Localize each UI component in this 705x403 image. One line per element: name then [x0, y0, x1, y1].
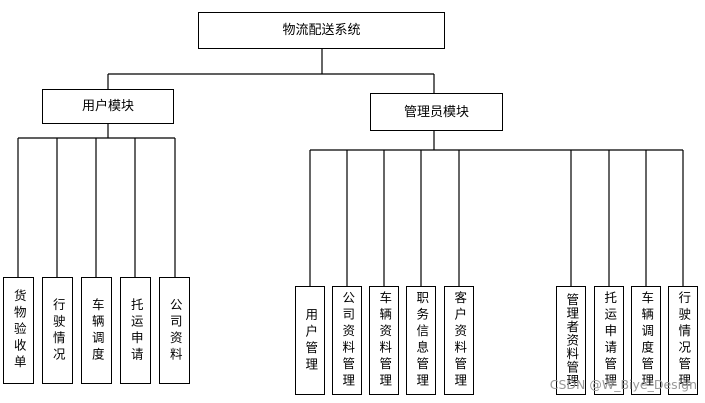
admin-leaf-driving-status-management: 行驶情况管理: [668, 286, 698, 395]
admin-leaf-consignment-application-management: 托运申请管理: [594, 286, 624, 395]
admin-module-label: 管理员模块: [403, 104, 469, 120]
admin-leaf-position-info-management: 职务信息管理: [406, 286, 436, 395]
user-leaf-label: 货物验收单: [11, 289, 27, 372]
admin-leaf-vehicle-info-management: 车辆资料管理: [369, 286, 399, 395]
user-leaf-label: 行驶情况: [50, 297, 66, 364]
admin-leaf-label: 职务信息管理: [414, 291, 430, 390]
admin-leaf-company-info-management: 公司资料管理: [332, 286, 362, 395]
admin-leaf-label: 管理者资料管理: [564, 293, 580, 388]
admin-leaf-customer-info-management: 客户资料管理: [444, 286, 474, 395]
root-node: 物流配送系统: [198, 12, 445, 49]
admin-leaf-label: 车辆资料管理: [377, 291, 393, 390]
admin-leaf-user-management: 用户管理: [295, 286, 325, 395]
admin-leaf-label: 托运申请管理: [602, 291, 618, 390]
user-leaf-label: 公司资料: [167, 297, 183, 364]
user-leaf-driving-status: 行驶情况: [42, 277, 73, 384]
user-leaf-vehicle-dispatch: 车辆调度: [81, 277, 112, 384]
watermark-text: CSDN @W_Biye_Design: [549, 377, 697, 392]
admin-leaf-label: 车辆调度管理: [639, 291, 655, 390]
admin-leaf-label: 客户资料管理: [452, 291, 468, 390]
root-node-label: 物流配送系统: [282, 23, 361, 38]
user-leaf-company-info: 公司资料: [159, 277, 190, 384]
admin-leaf-label: 行驶情况管理: [676, 291, 692, 390]
user-leaf-label: 车辆调度: [89, 297, 105, 364]
admin-leaf-label: 公司资料管理: [340, 291, 356, 390]
admin-module-node: 管理员模块: [370, 93, 503, 131]
user-module-node: 用户模块: [42, 89, 174, 124]
user-leaf-label: 托运申请: [128, 297, 144, 364]
admin-leaf-vehicle-dispatch-management: 车辆调度管理: [631, 286, 661, 395]
user-leaf-goods-receipt: 货物验收单: [3, 277, 34, 384]
admin-leaf-manager-info-management: 管理者资料管理: [556, 286, 586, 395]
admin-leaf-label: 用户管理: [303, 307, 319, 374]
user-leaf-consignment-application: 托运申请: [120, 277, 151, 384]
user-module-label: 用户模块: [81, 99, 134, 114]
